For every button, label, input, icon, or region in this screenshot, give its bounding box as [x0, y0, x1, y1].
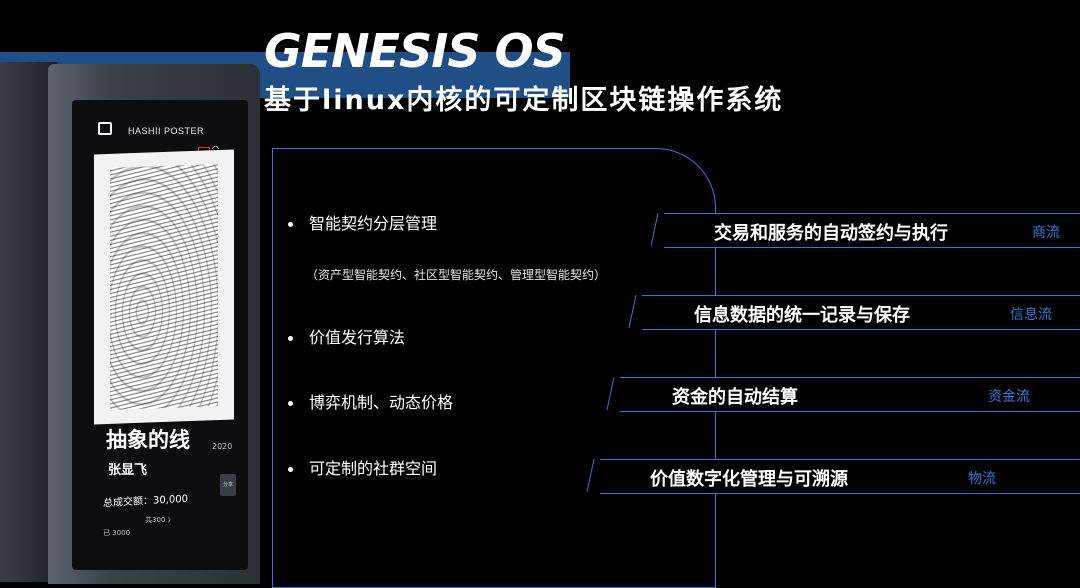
flow-banner-logistics: 价值数字化管理与可溯源 物流: [600, 459, 1080, 494]
feature-item-label: 智能契约分层管理: [309, 214, 438, 233]
flow-tag: 物流: [968, 471, 996, 487]
flow-label: 资金的自动结算: [672, 387, 798, 408]
feature-item-label: 可定制的社群空间: [309, 459, 438, 478]
bullet-icon: [288, 467, 293, 472]
flow-tag: 资金流: [988, 389, 1030, 405]
flow-tag: 商流: [1032, 225, 1060, 241]
artist-name: 张显飞: [108, 463, 148, 478]
flow-banner-commerce: 交易和服务的自动签约与执行 商流: [664, 213, 1080, 248]
feature-item: 智能契约分层管理: [288, 210, 437, 234]
feature-item: 博弈机制、动态价格: [288, 389, 453, 413]
bullet-icon: [288, 401, 293, 406]
feature-item: 可定制的社群空间: [288, 455, 437, 479]
artwork-image[interactable]: [110, 164, 218, 410]
poster-frame: [94, 149, 234, 425]
app-name: HASHII POSTER: [128, 126, 205, 136]
feature-item-label: 博弈机制、动态价格: [309, 393, 454, 412]
feature-note: （资产型智能契约、社区型智能契约、管理型智能契约）: [306, 268, 607, 282]
bullet-icon: [288, 222, 293, 227]
artwork-year: 2020: [212, 442, 233, 451]
flow-banner-capital: 资金的自动结算 资金流: [620, 377, 1080, 412]
flow-label: 价值数字化管理与可溯源: [650, 469, 848, 490]
page-subtitle: 基于linux内核的可定制区块链操作系统: [264, 85, 784, 116]
flow-banner-information: 信息数据的统一记录与保存 信息流: [642, 295, 1080, 330]
flow-tag: 信息流: [1010, 307, 1052, 323]
app-logo-icon: [98, 122, 112, 135]
feature-item: 价值发行算法: [288, 324, 405, 348]
flow-label: 信息数据的统一记录与保存: [694, 305, 910, 326]
feature-item-label: 价值发行算法: [309, 328, 406, 347]
wifi-icon: ◠: [212, 144, 219, 153]
trade-count-right[interactable]: 共300 〉: [145, 516, 175, 524]
page-title: GENESIS OS: [264, 24, 566, 78]
share-button[interactable]: 分享: [220, 474, 236, 496]
trade-count-left: 已 3000: [103, 529, 131, 537]
bullet-icon: [288, 336, 293, 341]
flow-label: 交易和服务的自动签约与执行: [714, 223, 948, 244]
artwork-title: 抽象的线: [106, 428, 190, 452]
